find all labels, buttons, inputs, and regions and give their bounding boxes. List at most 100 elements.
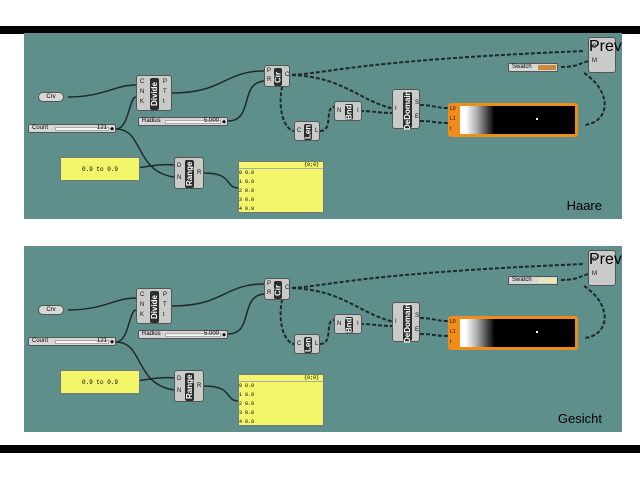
length-input-C[interactable]: C — [297, 128, 302, 134]
gradient-input-L1[interactable]: L1 — [450, 116, 456, 122]
radius-track[interactable] — [165, 333, 221, 337]
preview-component[interactable]: GMPreview — [588, 37, 622, 73]
range-output-R[interactable]: R — [197, 170, 202, 176]
gradient-input-L0[interactable]: L0 — [450, 106, 456, 112]
bounds-output-I[interactable]: I — [357, 108, 359, 114]
swatch-color[interactable] — [538, 278, 556, 283]
dedomain-input-I[interactable]: I — [395, 319, 397, 325]
divide-input-C[interactable]: C — [140, 292, 145, 298]
divide-input-K[interactable]: K — [140, 312, 145, 318]
divide-input-N[interactable]: N — [140, 302, 145, 308]
radius-track[interactable] — [165, 120, 221, 124]
swatch-param[interactable]: Swatch — [508, 63, 558, 72]
divide-output-t[interactable]: t — [163, 99, 165, 105]
divide-input-N[interactable]: N — [140, 89, 145, 95]
slider-grip-icon[interactable]: ◆ — [222, 332, 226, 338]
divide-input-C[interactable]: C — [140, 79, 145, 85]
radius-label: Radius — [142, 118, 161, 124]
divide-output-P[interactable]: P — [163, 292, 168, 298]
list-index: 0 — [239, 383, 246, 389]
divide-input-K[interactable]: K — [140, 99, 145, 105]
wire-6 — [203, 385, 240, 402]
range-input-D[interactable]: D — [177, 376, 182, 382]
circle-input-P[interactable]: P — [267, 281, 272, 287]
range-input-D[interactable]: D — [177, 163, 182, 169]
divide-output-T[interactable]: T — [163, 89, 167, 95]
gradient-input-t[interactable]: t — [450, 339, 452, 345]
gradient-grip-icon[interactable] — [536, 331, 538, 333]
list-item: 3 0.9 — [239, 409, 323, 418]
gradient-grip-icon[interactable] — [536, 118, 538, 120]
slider-grip-icon[interactable]: ◆ — [110, 126, 114, 132]
swatch-param[interactable]: Swatch — [508, 276, 558, 285]
list-index: 2 — [239, 401, 246, 407]
dedomain-output-S[interactable]: S — [415, 100, 420, 106]
crv-param[interactable]: Crv — [38, 305, 64, 315]
length-input-C[interactable]: C — [297, 341, 302, 347]
range-input-N[interactable]: N — [177, 175, 182, 181]
divide-output-P[interactable]: P — [163, 79, 168, 85]
count-track[interactable] — [55, 127, 109, 131]
range-output-R[interactable]: R — [197, 383, 202, 389]
gradient-input-L1[interactable]: L1 — [450, 329, 456, 335]
divide-title: Divide — [150, 291, 159, 323]
dedomain-output-S[interactable]: S — [415, 313, 420, 319]
crv-param[interactable]: Crv — [38, 92, 64, 102]
preview-component[interactable]: GMPreview — [588, 250, 622, 286]
domain-panel[interactable]: 0.9 to 0.9 — [60, 157, 140, 181]
dedomain-output-E[interactable]: E — [415, 327, 420, 333]
length-output-L[interactable]: L — [315, 341, 319, 347]
gradient-input-t[interactable]: t — [450, 126, 452, 132]
divide-output-T[interactable]: T — [163, 302, 167, 308]
circle-input-R[interactable]: R — [267, 77, 272, 83]
preview-input-G[interactable]: G — [592, 44, 597, 50]
gradient-bar[interactable] — [460, 106, 575, 134]
dedomain-output-E[interactable]: E — [415, 114, 420, 120]
range-input-N[interactable]: N — [177, 388, 182, 394]
preview-input-M[interactable]: M — [592, 58, 597, 64]
count-label: Count — [32, 338, 49, 344]
swatch-color[interactable] — [538, 65, 556, 70]
slider-grip-icon[interactable]: ◆ — [222, 119, 226, 125]
circle-output-C[interactable]: C — [285, 285, 290, 291]
gradient-input-L0[interactable]: L0 — [450, 319, 456, 325]
count-track[interactable] — [55, 340, 109, 344]
preview-input-G[interactable]: G — [592, 257, 597, 263]
circle-output-C[interactable]: C — [285, 72, 290, 78]
domain-panel[interactable]: 0.9 to 0.9 — [60, 370, 140, 394]
slider-grip-icon[interactable]: ◆ — [110, 339, 114, 345]
length-output-L[interactable]: L — [315, 128, 319, 134]
dedomain-input-I[interactable]: I — [395, 106, 397, 112]
canvas-caption: Haare — [566, 198, 602, 213]
gradient-bar[interactable] — [460, 319, 575, 347]
bounds-input-N[interactable]: N — [337, 108, 342, 114]
circle-input-P[interactable]: P — [267, 68, 272, 74]
divide-output-t[interactable]: t — [163, 312, 165, 318]
bounds-input-N[interactable]: N — [337, 321, 342, 327]
bounds-output-I[interactable]: I — [357, 321, 359, 327]
circle-input-R[interactable]: R — [267, 290, 272, 296]
preview-input-M[interactable]: M — [592, 271, 597, 277]
